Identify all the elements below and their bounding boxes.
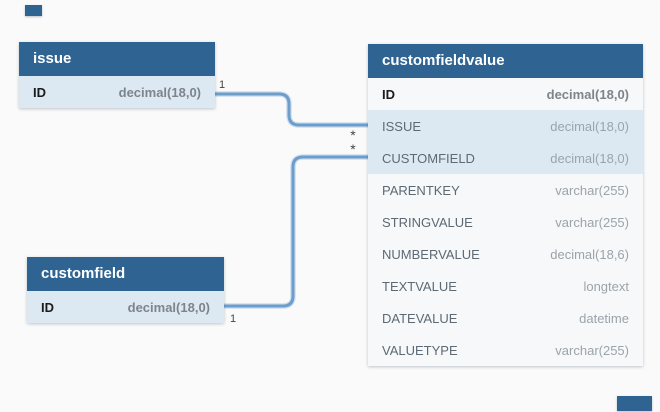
column-type: varchar(255) [555, 182, 629, 198]
column-name: ID [382, 86, 395, 102]
column-name: DATEVALUE [382, 310, 458, 326]
column-type: decimal(18,0) [550, 118, 629, 134]
column-name: CUSTOMFIELD [382, 150, 475, 166]
column-type: longtext [583, 278, 629, 294]
table-fragment-bottom-right[interactable] [617, 396, 652, 411]
column-row-customfieldvalue-issue[interactable]: ISSUE decimal(18,0) [368, 110, 643, 142]
relationship-halo-customfield-id-to-customfieldvalue-customfield [224, 154, 369, 309]
column-type: varchar(255) [555, 214, 629, 230]
table-customfieldvalue-header[interactable]: customfieldvalue [368, 44, 643, 78]
column-type: decimal(18,0) [550, 150, 629, 166]
column-name: PARENTKEY [382, 182, 460, 198]
column-type: decimal(18,0) [546, 86, 629, 102]
cardinality-label: * [350, 141, 356, 157]
relationship-halo-issue-id-to-customfieldvalue-issue [215, 91, 369, 128]
column-row-customfieldvalue-textvalue[interactable]: TEXTVALUE longtext [368, 270, 643, 302]
cardinality-label: 1 [230, 313, 236, 325]
column-name: ID [33, 84, 46, 100]
column-type: varchar(255) [555, 342, 629, 358]
column-name: VALUETYPE [382, 342, 458, 358]
cardinality-label: * [350, 127, 356, 143]
cardinality-label: 1 [219, 79, 225, 91]
column-name: TEXTVALUE [382, 278, 457, 294]
column-type: datetime [579, 310, 629, 326]
column-type: decimal(18,0) [127, 299, 210, 315]
column-type: decimal(18,0) [118, 84, 201, 100]
column-row-customfieldvalue-parentkey[interactable]: PARENTKEY varchar(255) [368, 174, 643, 206]
table-issue-header[interactable]: issue [19, 42, 215, 76]
column-row-issue-id[interactable]: ID decimal(18,0) [19, 76, 215, 108]
column-type: decimal(18,6) [550, 246, 629, 262]
column-name: STRINGVALUE [382, 214, 473, 230]
column-name: ID [41, 299, 54, 315]
column-row-customfieldvalue-numbervalue[interactable]: NUMBERVALUE decimal(18,6) [368, 238, 643, 270]
table-customfield-header[interactable]: customfield [27, 257, 224, 291]
column-row-customfieldvalue-stringvalue[interactable]: STRINGVALUE varchar(255) [368, 206, 643, 238]
column-row-customfieldvalue-customfield[interactable]: CUSTOMFIELD decimal(18,0) [368, 142, 643, 174]
relationship-customfield-id-to-customfieldvalue-customfield[interactable] [224, 155, 369, 308]
column-name: ISSUE [382, 118, 422, 134]
column-name: NUMBERVALUE [382, 246, 480, 262]
column-row-customfield-id[interactable]: ID decimal(18,0) [27, 291, 224, 323]
column-row-customfieldvalue-id[interactable]: ID decimal(18,0) [368, 78, 643, 110]
column-row-customfieldvalue-valuetype[interactable]: VALUETYPE varchar(255) [368, 334, 643, 366]
relationship-issue-id-to-customfieldvalue-issue[interactable] [215, 92, 369, 127]
table-fragment-top-left[interactable] [25, 5, 42, 16]
column-row-customfieldvalue-datevalue[interactable]: DATEVALUE datetime [368, 302, 643, 334]
